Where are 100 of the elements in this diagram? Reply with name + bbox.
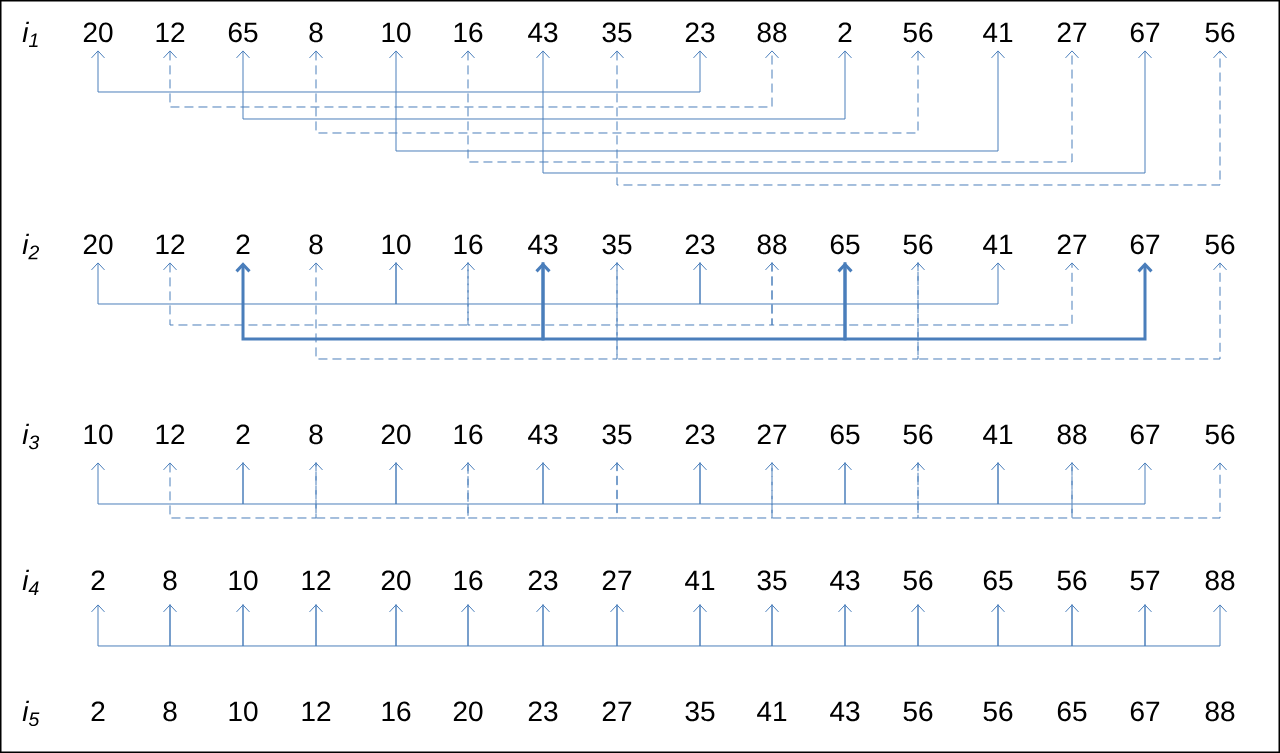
number: 56 [903, 424, 933, 445]
arrow [616, 461, 779, 519]
number: 23 [685, 424, 715, 445]
arrow [771, 603, 852, 647]
number: 43 [528, 424, 558, 445]
number: 12 [302, 570, 331, 590]
number: 8 [309, 424, 323, 445]
number: 67 [1130, 701, 1160, 722]
number: 20 [381, 424, 411, 445]
number: 41 [983, 22, 1013, 42]
arrow [699, 461, 852, 505]
number: 56 [1057, 570, 1087, 591]
number: 56 [1205, 234, 1235, 255]
arrow [91, 604, 177, 647]
number: 88 [757, 22, 787, 43]
number: 20 [83, 22, 113, 43]
number: 67 [1130, 234, 1160, 255]
number: 43 [528, 22, 558, 43]
number: 20 [381, 570, 411, 591]
arrow [235, 262, 551, 341]
number: 65 [830, 234, 860, 255]
number: 8 [309, 234, 323, 255]
arrow [541, 262, 853, 341]
number: 56 [1205, 424, 1235, 445]
number: 41 [685, 570, 715, 590]
arrow [542, 461, 707, 505]
arrow [843, 262, 1153, 341]
number: 27 [1057, 22, 1087, 42]
number: 56 [903, 234, 933, 255]
number: 12 [156, 424, 185, 444]
arrow [1071, 461, 1227, 519]
arrow [536, 50, 1152, 174]
number: 23 [528, 701, 558, 722]
arrow [997, 461, 1152, 505]
arrow [771, 261, 1079, 326]
number: 12 [156, 234, 185, 254]
number: 27 [602, 570, 632, 590]
arrow [395, 603, 475, 647]
number: 56 [903, 701, 933, 722]
number: 2 [91, 701, 105, 721]
number: 56 [903, 22, 933, 43]
number: 8 [163, 701, 177, 722]
arrow [169, 603, 250, 647]
arrow [315, 603, 403, 647]
number: 56 [1205, 22, 1235, 43]
arrow [309, 50, 925, 134]
row-label: i$_{4}$ [22, 569, 39, 595]
row-label: i$_{3}$ [22, 423, 40, 450]
number: 27 [1057, 234, 1087, 254]
number: 43 [830, 570, 860, 591]
arrow [917, 461, 1079, 519]
number: 67 [1130, 424, 1160, 445]
arrow [771, 461, 925, 519]
arrow [1071, 603, 1152, 647]
number: 88 [757, 234, 787, 255]
number: 16 [382, 701, 411, 722]
number: 16 [454, 22, 483, 43]
number: 41 [983, 234, 1013, 254]
arrow [309, 262, 624, 360]
arrow [163, 50, 779, 108]
arrow [610, 50, 1227, 186]
number: 88 [1205, 701, 1235, 722]
number: 35 [757, 570, 787, 591]
number: 23 [685, 234, 715, 255]
number: 43 [528, 234, 558, 255]
arrow [242, 603, 323, 647]
number: 35 [602, 424, 632, 445]
arrow [236, 50, 852, 120]
arrow [917, 603, 1005, 647]
arrow [389, 50, 1005, 152]
number: 12 [302, 701, 331, 721]
arrow [844, 461, 1005, 505]
number: 41 [757, 701, 787, 721]
arrow [616, 261, 925, 360]
number: 10 [382, 22, 411, 43]
number: 88 [1205, 570, 1235, 591]
number: 65 [228, 22, 258, 43]
arrow [315, 461, 475, 519]
number: 2 [236, 234, 250, 254]
number: 2 [91, 570, 105, 590]
arrow [91, 462, 250, 505]
arrow [395, 261, 707, 305]
row-label: i$_{1}$ [22, 21, 38, 47]
number: 20 [83, 234, 113, 255]
number: 10 [84, 424, 113, 445]
number: 35 [602, 22, 632, 43]
row-label: i$_{5}$ [22, 700, 40, 727]
number: 12 [156, 22, 185, 42]
number: 65 [830, 424, 860, 445]
number: 23 [685, 22, 715, 43]
number: 57 [1130, 570, 1160, 591]
number: 10 [229, 701, 258, 722]
arrow [917, 261, 1227, 360]
number: 27 [757, 424, 787, 444]
number: 65 [983, 570, 1013, 591]
number: 88 [1057, 424, 1087, 445]
arrow [91, 262, 403, 305]
arrow [542, 603, 624, 647]
arrow [163, 462, 323, 519]
arrow [616, 603, 707, 647]
